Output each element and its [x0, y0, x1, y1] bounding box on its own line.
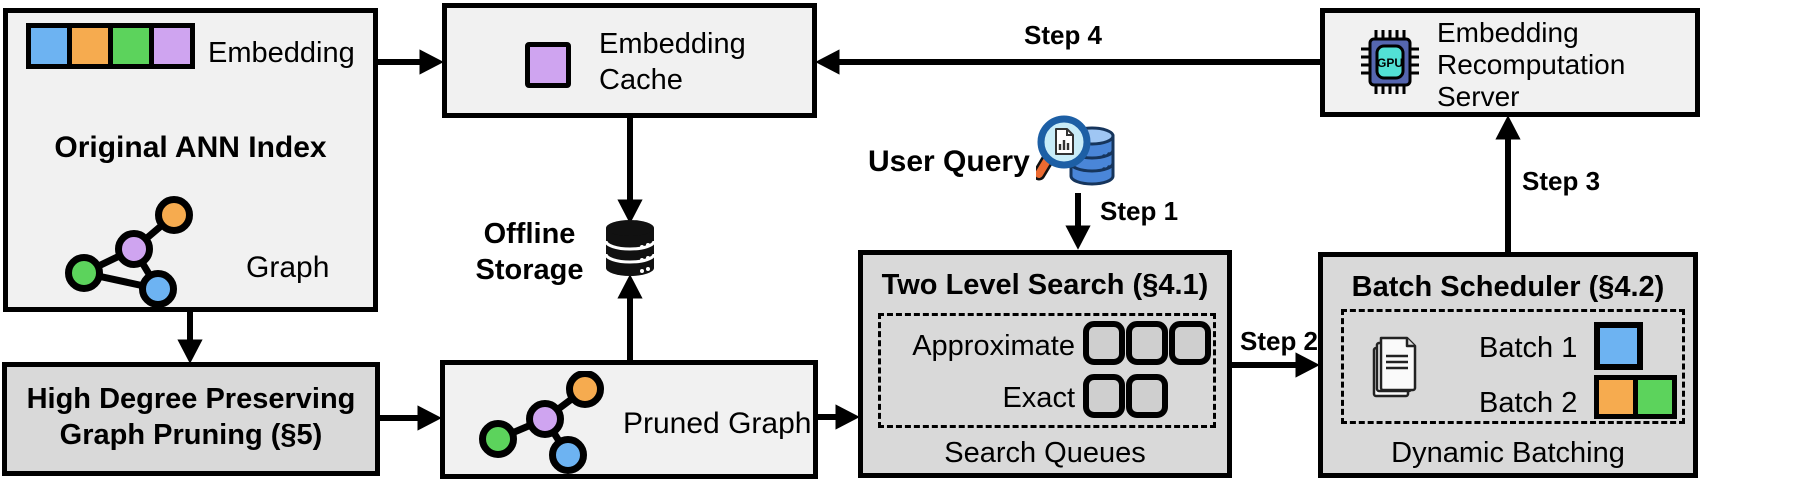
- embedding-label: Embedding: [208, 37, 355, 69]
- offline-storage-database-icon: [604, 220, 656, 276]
- user-query-label: User Query: [868, 145, 1030, 178]
- batch2-chips: [1594, 375, 1677, 419]
- two-level-search-box: Two Level Search (§4.1) Approximate Exac…: [858, 250, 1232, 478]
- graph-pruning-box: High Degree Preserving Graph Pruning (§5…: [2, 362, 380, 476]
- batch-scheduler-box: Batch Scheduler (§4.2) Batch 1 Batch 2: [1318, 252, 1698, 478]
- offline-storage-label: Offline Storage: [475, 218, 584, 287]
- dynamic-batching-panel: Batch 1 Batch 2: [1341, 309, 1685, 424]
- user-query-icon: [1036, 115, 1115, 186]
- gpu-chip-label: GPU: [1377, 56, 1403, 70]
- step2-label: Step 2: [1239, 326, 1319, 356]
- step4-label: Step 4: [1023, 20, 1103, 50]
- queue-slot: [1126, 374, 1168, 418]
- step3-label: Step 3: [1522, 166, 1601, 196]
- batch1-label: Batch 1: [1479, 332, 1578, 364]
- queue-slot: [1169, 321, 1211, 365]
- pruned-graph-icon: [479, 371, 604, 474]
- gpu-chip-icon: GPU: [1361, 30, 1419, 94]
- embedding-cell-purple: [149, 23, 195, 69]
- queue-slot: [1083, 321, 1125, 365]
- search-queues-panel: Approximate Exact: [878, 313, 1216, 428]
- graph-icon: [65, 196, 193, 308]
- cached-embedding-icon: [525, 42, 571, 88]
- recomputation-server-title: Embedding Recomputation Server: [1437, 17, 1626, 112]
- embedding-cell-blue: [26, 23, 72, 69]
- dynamic-batching-label: Dynamic Batching: [1391, 437, 1625, 469]
- approximate-queue-slots: [1083, 321, 1211, 365]
- embedding-cache-title: Embedding Cache: [599, 28, 746, 97]
- original-ann-index-box: Embedding Original ANN Index Graph: [3, 8, 378, 312]
- two-level-search-title: Two Level Search (§4.1): [881, 269, 1209, 301]
- batch1-chip-blue: [1594, 322, 1643, 370]
- embedding-vector-icon: [26, 23, 195, 69]
- approximate-label: Approximate: [912, 330, 1075, 362]
- batch2-label: Batch 2: [1479, 387, 1578, 419]
- search-queues-label: Search Queues: [944, 437, 1146, 469]
- batch-scheduler-title: Batch Scheduler (§4.2): [1351, 271, 1665, 303]
- recomputation-server-box: GPU Embedding Recomputation Server: [1320, 8, 1700, 117]
- embedding-cell-green: [108, 23, 154, 69]
- pruned-graph-box: Pruned Graph: [440, 360, 818, 479]
- exact-label: Exact: [1002, 382, 1075, 414]
- batch2-chip-green: [1633, 375, 1677, 419]
- graph-pruning-title: High Degree Preserving Graph Pruning (§5…: [26, 383, 356, 452]
- embedding-cache-box: Embedding Cache: [442, 3, 817, 118]
- pruned-graph-label: Pruned Graph: [623, 407, 812, 440]
- exact-queue-slots: [1083, 374, 1168, 418]
- step1-label: Step 1: [1100, 196, 1179, 226]
- batch2-chip-orange: [1594, 375, 1638, 419]
- ann-index-title: Original ANN Index: [54, 131, 327, 164]
- documents-icon: [1372, 336, 1417, 398]
- queue-slot: [1083, 374, 1125, 418]
- queue-slot: [1126, 321, 1168, 365]
- graph-label: Graph: [246, 251, 330, 284]
- embedding-cell-orange: [67, 23, 113, 69]
